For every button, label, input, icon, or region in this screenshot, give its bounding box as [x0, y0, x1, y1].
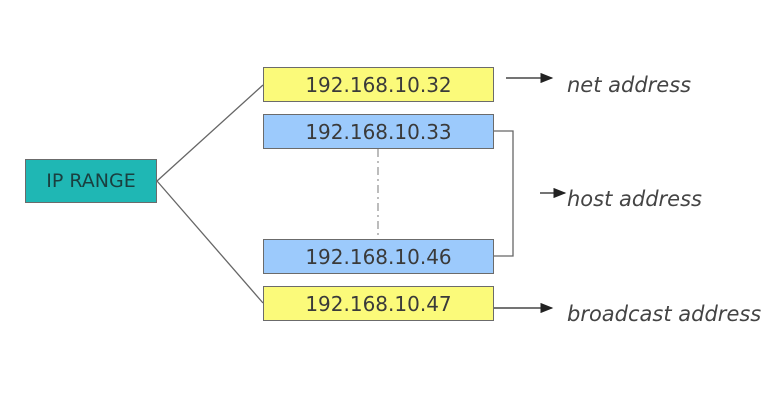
- net-address-box: 192.168.10.32: [263, 67, 494, 102]
- ip-range-box: IP RANGE: [25, 159, 157, 203]
- first-host-box: 192.168.10.33: [263, 114, 494, 149]
- host-bracket: [494, 130, 514, 257]
- last-host-box: 192.168.10.46: [263, 239, 494, 274]
- last-host-value: 192.168.10.46: [305, 244, 452, 269]
- broadcast-address-box: 192.168.10.47: [263, 286, 494, 321]
- net-address-label: net address: [567, 73, 692, 97]
- first-host-value: 192.168.10.33: [305, 119, 452, 144]
- net-address-value: 192.168.10.32: [305, 72, 452, 97]
- broadcast-address-label: broadcast address: [567, 302, 762, 326]
- broadcast-address-value: 192.168.10.47: [305, 291, 452, 316]
- host-address-label: host address: [567, 187, 702, 211]
- ip-range-label: IP RANGE: [46, 170, 136, 192]
- root-to-net-line: [156, 84, 264, 182]
- root-to-broadcast-line: [156, 180, 264, 304]
